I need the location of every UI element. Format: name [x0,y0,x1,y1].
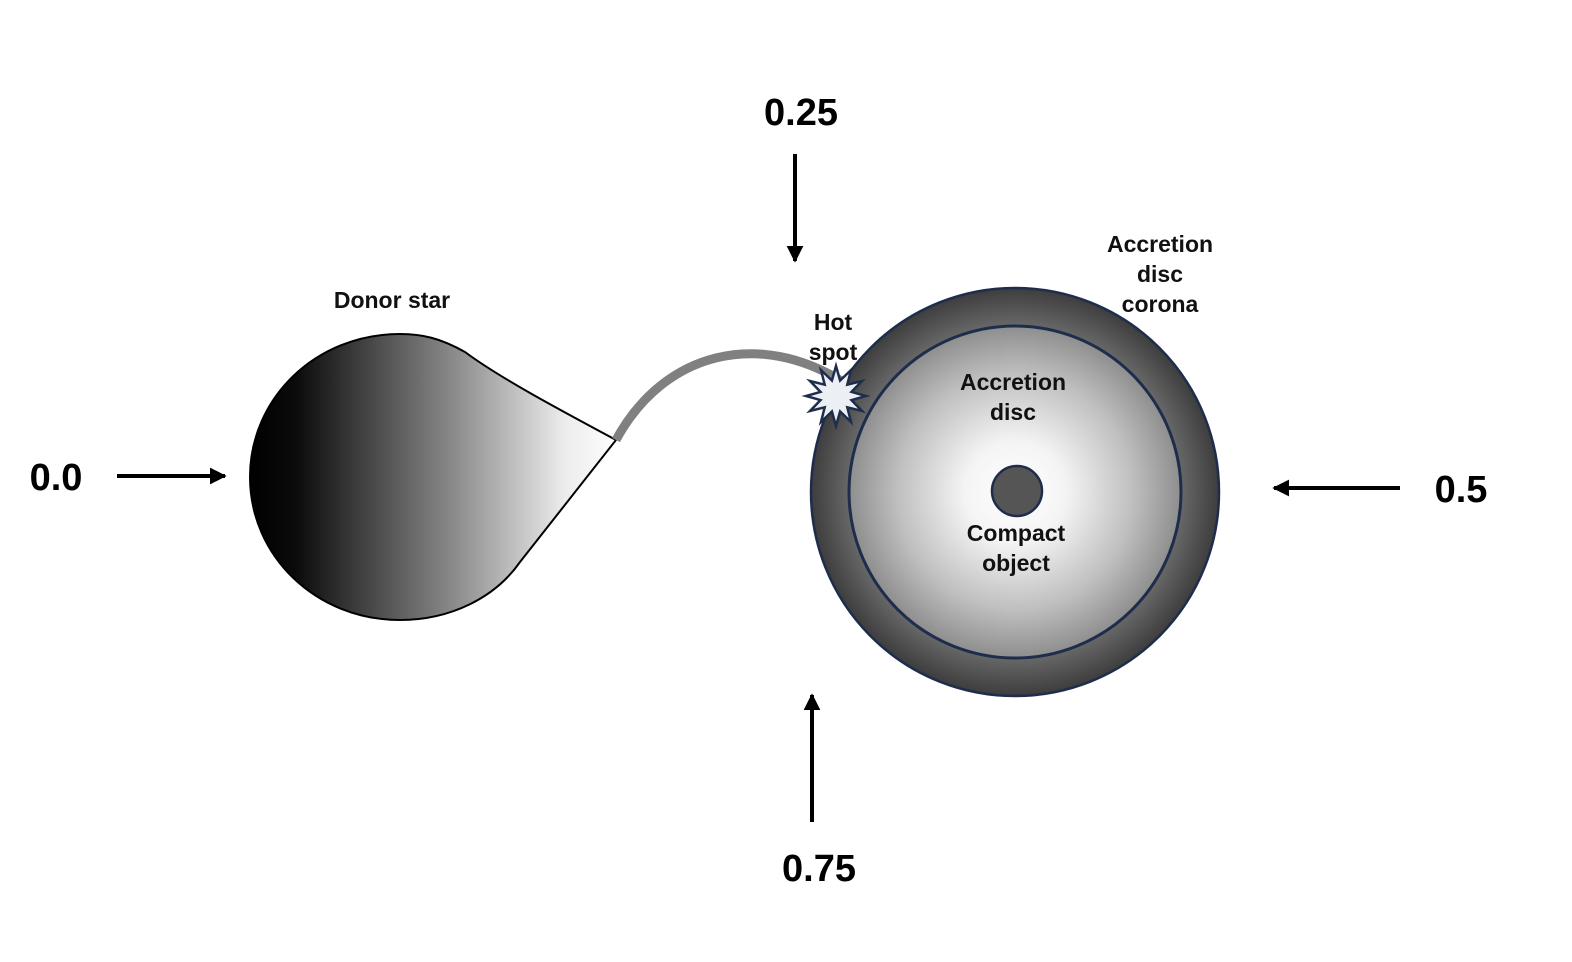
corona-label-line1: Accretion [1107,231,1213,257]
mass-transfer-stream [612,349,846,443]
disc-label-line1: Accretion [960,369,1066,395]
donor-star-label: Donor star [334,287,450,313]
compact-object-label-line2: object [982,550,1050,576]
phase-0-label: 0.0 [30,457,83,499]
phase-075-label: 0.75 [782,848,856,890]
phase-05-label: 0.5 [1435,469,1488,511]
compact-object [990,464,1044,518]
compact-object-label-line1: Compact [967,520,1066,546]
donor-star [248,332,618,622]
phase-025-label: 0.25 [764,92,838,134]
hot-spot-starburst-icon [801,361,871,431]
corona-label-line3: corona [1122,291,1199,317]
corona-label-line2: disc [1137,261,1183,287]
disc-label-line2: disc [990,399,1036,425]
hot-spot-label-line1: Hot [814,309,853,335]
hot-spot-label-line2: spot [809,339,858,365]
